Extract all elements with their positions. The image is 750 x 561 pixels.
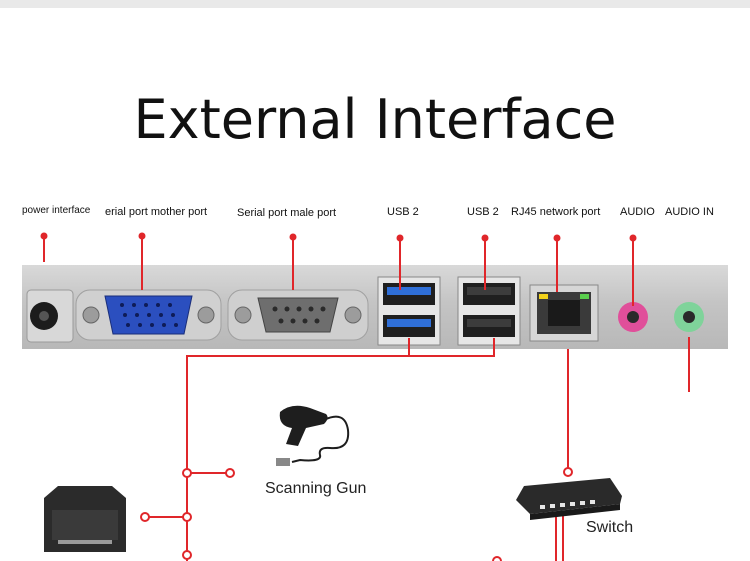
power-jack	[26, 289, 74, 343]
scanning-gun-label: Scanning Gun	[265, 480, 367, 497]
scanning-gun-icon	[276, 405, 350, 466]
page-title: External Interface	[133, 88, 617, 151]
label-audio-in: AUDIO IN	[665, 206, 714, 218]
label-rj45-port: RJ45 network port	[511, 206, 601, 218]
label-printer-icon	[44, 486, 126, 552]
audio-in-jack	[674, 302, 704, 332]
usb-stack-2	[457, 276, 521, 346]
label-serial-mother-port: erial port mother port	[105, 206, 208, 218]
vga-port	[75, 289, 222, 341]
serial-male-port	[227, 289, 369, 341]
label-power-interface: power interface	[22, 205, 91, 216]
pointer-lines	[40, 232, 690, 392]
network-switch-icon	[516, 478, 622, 520]
label-serial-male-port: Serial port male port	[237, 207, 337, 219]
top-bar	[0, 0, 750, 8]
usb-stack-1	[377, 276, 441, 346]
audio-out-jack	[618, 302, 648, 332]
connection-nodes	[140, 467, 573, 561]
usb-connection-lines	[146, 338, 569, 561]
label-audio: AUDIO	[620, 206, 655, 218]
rj45-port	[529, 284, 599, 342]
label-usb-2-a: USB 2	[387, 206, 419, 218]
label-usb-2-b: USB 2	[467, 206, 499, 218]
switch-label: Switch	[586, 519, 634, 536]
